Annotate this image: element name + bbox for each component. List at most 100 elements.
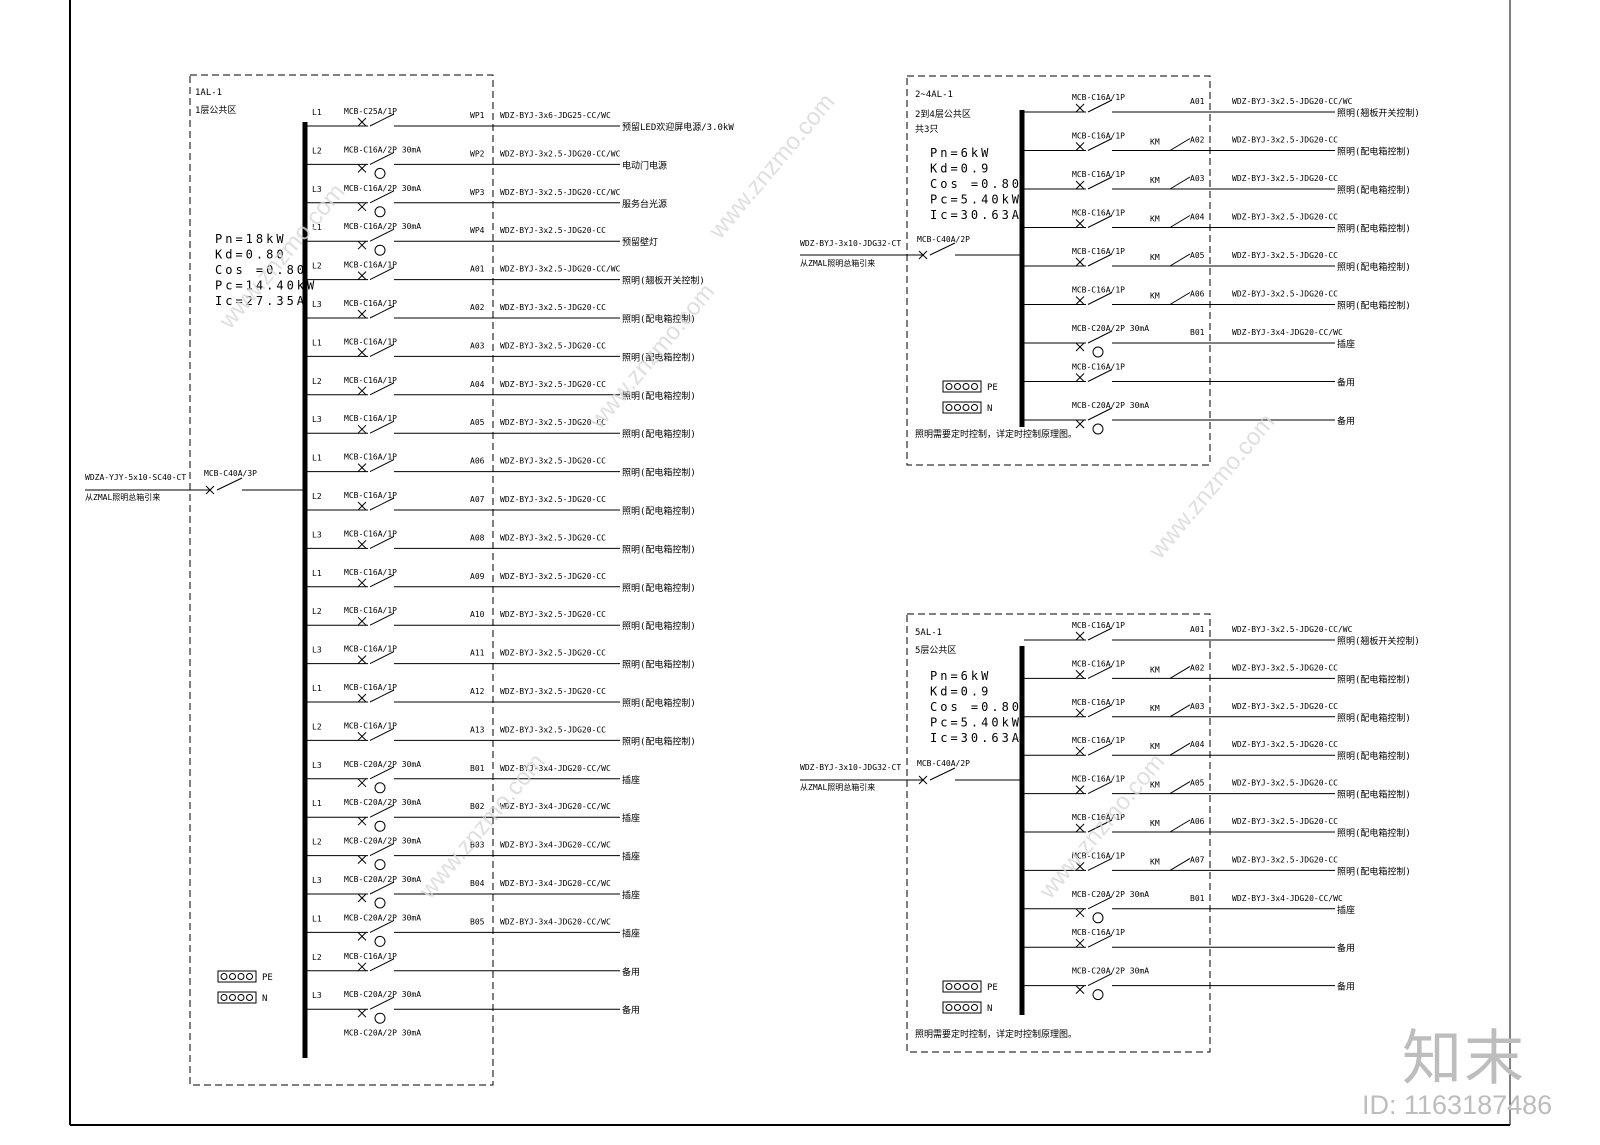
load-parameter: Pn=18kW xyxy=(215,232,287,246)
contactor-label: KM xyxy=(1150,857,1160,866)
cable-spec: WDZ-BYJ-3x4-JDG20-CC/WC xyxy=(500,917,611,926)
breaker-x xyxy=(1075,985,1085,994)
breaker-contact xyxy=(369,919,395,933)
breaker-label: MCB-C16A/1P xyxy=(344,337,397,346)
breaker-x xyxy=(1075,823,1085,833)
load-parameter: Kd=0.80 xyxy=(215,248,287,262)
terminal-n xyxy=(945,404,953,411)
phase-label: L1 xyxy=(312,454,322,463)
panel-enclosure xyxy=(906,613,1211,1053)
circuit-number: A03 xyxy=(1190,702,1205,711)
circuit-row: MCB-C20A/2P 30mA xyxy=(344,1029,421,1038)
breaker-label: MCB-C16A/2P 30mA xyxy=(344,145,421,154)
breaker-label: MCB-C16A/1P xyxy=(344,453,397,462)
circuit-number: A02 xyxy=(1190,663,1205,672)
load-description: 插座 xyxy=(1337,338,1355,350)
breaker-label: MCB-C16A/2P 30mA xyxy=(344,222,421,231)
incoming-cable: WDZ-BYJ-3x10-JDG32-CT xyxy=(800,239,901,248)
breaker-contact xyxy=(369,305,395,319)
breaker-label: MCB-C20A/2P 30mA xyxy=(1072,967,1149,976)
terminal-block-n xyxy=(942,401,982,414)
cable-spec: WDZ-BYJ-3x2.5-JDG20-CC xyxy=(1232,174,1338,183)
terminal-n xyxy=(962,404,970,411)
breaker-x xyxy=(357,202,367,212)
breaker-contact xyxy=(369,651,395,665)
load-description: 照明(翘板开关控制) xyxy=(1337,635,1420,647)
incoming-breaker-contact xyxy=(929,767,956,781)
breaker-label: MCB-C16A/1P xyxy=(344,299,397,308)
breaker-x xyxy=(357,655,367,664)
circuit-number: A03 xyxy=(1190,174,1205,183)
circuit-number: A07 xyxy=(1190,855,1205,864)
rcd-circle xyxy=(1092,912,1104,924)
cable-spec: WDZ-BYJ-3x2.5-JDG20-CC xyxy=(1232,663,1338,672)
cable-spec: WDZ-BYJ-3x4-JDG20-CC/WC xyxy=(500,802,611,811)
cable-spec: WDZ-BYJ-3x2.5-JDG20-CC/WC xyxy=(500,149,621,158)
breaker-x xyxy=(357,117,367,127)
circuit-number: A05 xyxy=(470,418,485,427)
phase-label: L3 xyxy=(312,300,322,309)
cable-spec: WDZ-BYJ-3x2.5-JDG20-CC xyxy=(500,457,606,466)
rcd-circle xyxy=(1092,423,1104,435)
terminal-label-pe: PE xyxy=(262,973,273,983)
breaker-label: MCB-C16A/1P xyxy=(1072,247,1125,256)
circuit-number: A12 xyxy=(470,687,485,696)
breaker-label: MCB-C16A/1P xyxy=(344,568,397,577)
contactor-label: KM xyxy=(1150,704,1160,713)
panel-name: 5AL-1 xyxy=(915,628,942,638)
circuit-number: B04 xyxy=(470,879,485,888)
circuit-number: A04 xyxy=(470,380,485,389)
circuit-number: A09 xyxy=(470,572,485,581)
panel-enclosure xyxy=(906,75,1211,466)
load-description: 服务台光源 xyxy=(622,198,667,210)
load-description: 插座 xyxy=(622,927,640,939)
load-description: 备用 xyxy=(1337,942,1355,954)
breaker-x xyxy=(357,386,367,396)
rcd-circle xyxy=(374,820,386,832)
breaker-x xyxy=(357,932,367,941)
load-parameter: Cos =0.80 xyxy=(215,263,307,277)
contactor-label: KM xyxy=(1150,742,1160,751)
breaker-label: MCB-C16A/1P xyxy=(1072,132,1125,141)
breaker-contact xyxy=(369,190,395,204)
breaker-x xyxy=(357,271,367,280)
breaker-x xyxy=(357,463,367,472)
incoming-source: 从ZMAL照明总箱引来 xyxy=(800,782,875,792)
circuit-number: A05 xyxy=(1190,251,1205,260)
watermark-site: www.znzmo.com xyxy=(703,89,840,245)
terminal-n xyxy=(971,1004,978,1011)
terminal-pe xyxy=(945,383,953,390)
breaker-label: MCB-C20A/2P 30mA xyxy=(344,760,421,769)
phase-label: L3 xyxy=(312,530,322,539)
load-description: 照明(配电箱控制) xyxy=(1337,750,1411,762)
load-description: 照明(配电箱控制) xyxy=(1337,865,1411,877)
breaker-contact xyxy=(369,958,395,972)
load-description: 照明(配电箱控制) xyxy=(1337,673,1411,685)
load-description: 预留LED欢迎屏电源/3.0kW xyxy=(622,121,734,133)
circuit-number: A07 xyxy=(470,495,485,504)
terminal-block-pe xyxy=(942,980,982,993)
circuit-number: B05 xyxy=(470,917,485,926)
load-description: 照明(配电箱控制) xyxy=(1337,712,1411,724)
